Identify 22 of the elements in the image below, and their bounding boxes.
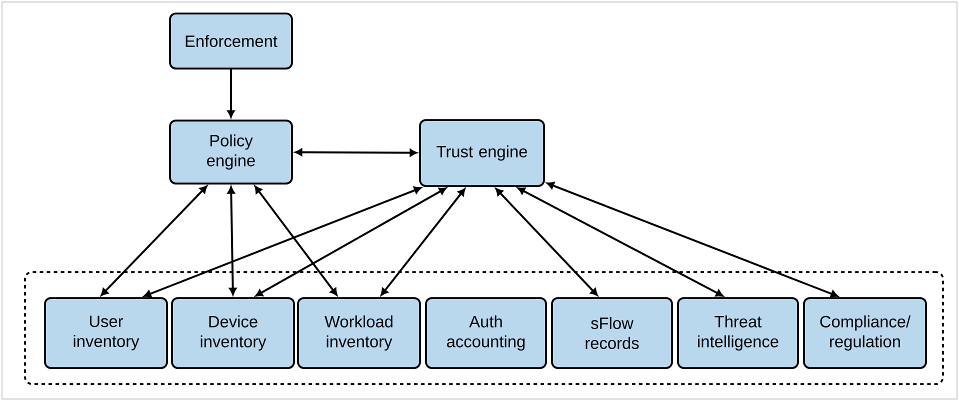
arrow	[100, 186, 208, 296]
source-box: Compliance/regulation	[803, 297, 927, 369]
arrow	[255, 187, 446, 297]
arrow	[144, 186, 422, 298]
arrow	[495, 188, 598, 296]
arrow	[518, 187, 724, 297]
group-frame	[24, 271, 944, 385]
source-box: User inventory	[44, 297, 168, 369]
arrow	[227, 186, 237, 296]
source-box: Workload inventory	[297, 297, 421, 369]
arrow	[254, 186, 338, 296]
source-box: sFlow records	[551, 297, 673, 369]
arrow	[294, 148, 418, 156]
process-box: Policy engine	[169, 120, 293, 184]
source-box: Auth accounting	[425, 297, 547, 369]
arrow	[380, 188, 466, 296]
arrow	[546, 182, 838, 298]
process-box: Trust engine	[419, 119, 545, 187]
source-box: Device inventory	[171, 297, 295, 369]
arrow	[227, 69, 235, 118]
source-box: Threat intelligence	[677, 297, 799, 369]
process-box: Enforcement	[169, 12, 293, 70]
